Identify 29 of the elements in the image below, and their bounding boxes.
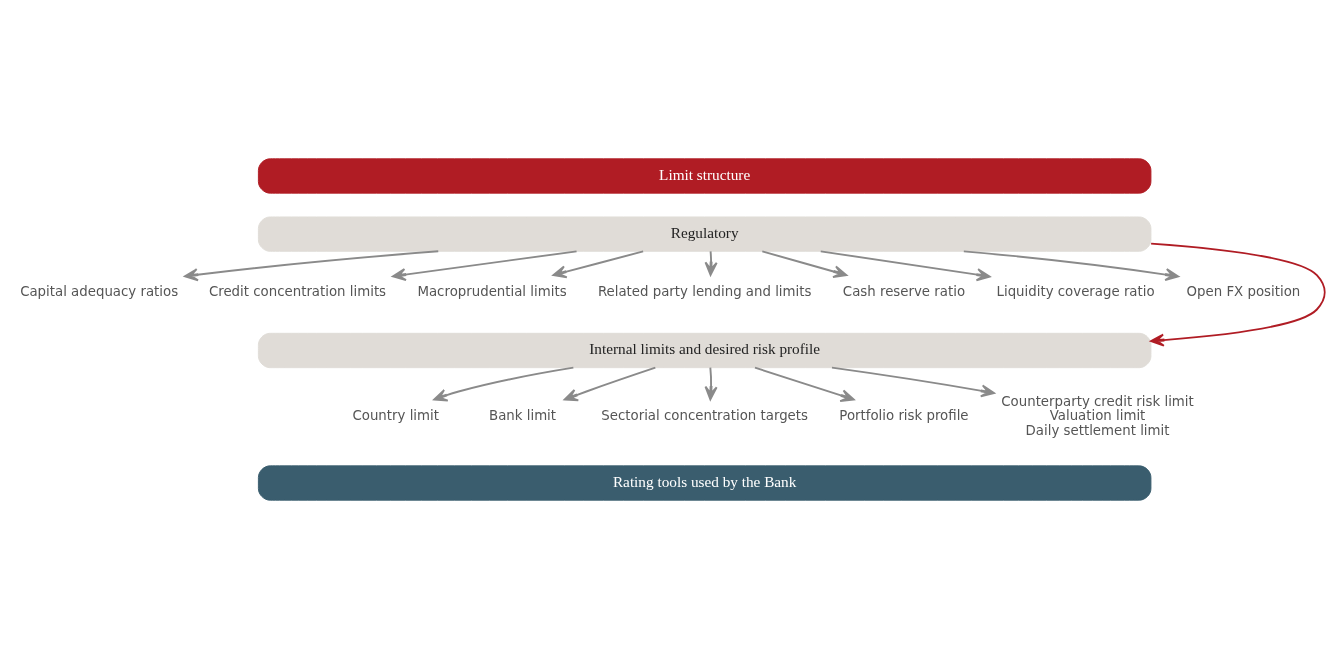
arrow <box>704 366 718 400</box>
node-box: Internal limits and desired risk profile <box>257 332 1152 368</box>
node-text: Related party lending and limits <box>597 283 812 299</box>
node-text: Open FX position <box>1186 283 1301 299</box>
arrow <box>704 249 718 276</box>
node-text: Cash reserve ratio <box>842 283 966 299</box>
arrow <box>391 249 578 281</box>
arrow <box>433 366 575 402</box>
node-text: Country limit <box>352 407 439 423</box>
arrow <box>552 249 645 278</box>
node-text: Credit concentration limits <box>208 283 387 299</box>
arrow <box>761 249 848 278</box>
arrow <box>962 249 1180 281</box>
node-text: Liquidity coverage ratio <box>996 283 1155 299</box>
node-text: Bank limit <box>489 407 557 423</box>
node-box: Limit structure <box>257 157 1152 194</box>
node-text: Sectorial concentration targets <box>601 407 808 423</box>
arrow <box>563 366 657 401</box>
arrow <box>184 249 440 281</box>
node-box: Rating tools used by the Bank <box>257 464 1152 501</box>
arrow <box>754 366 855 402</box>
node-text: Portfolio risk profile <box>839 407 969 423</box>
node-text: Counterparty credit risk limit Valuation limit Daily settlement limit <box>1001 393 1194 438</box>
arrow <box>831 366 995 397</box>
node-box: Regulatory <box>257 216 1152 252</box>
node-text: Macroprudential limits <box>417 283 567 299</box>
arrow <box>1150 242 1326 347</box>
node-text: Capital adequacy ratios <box>20 283 179 299</box>
arrow <box>819 249 991 281</box>
